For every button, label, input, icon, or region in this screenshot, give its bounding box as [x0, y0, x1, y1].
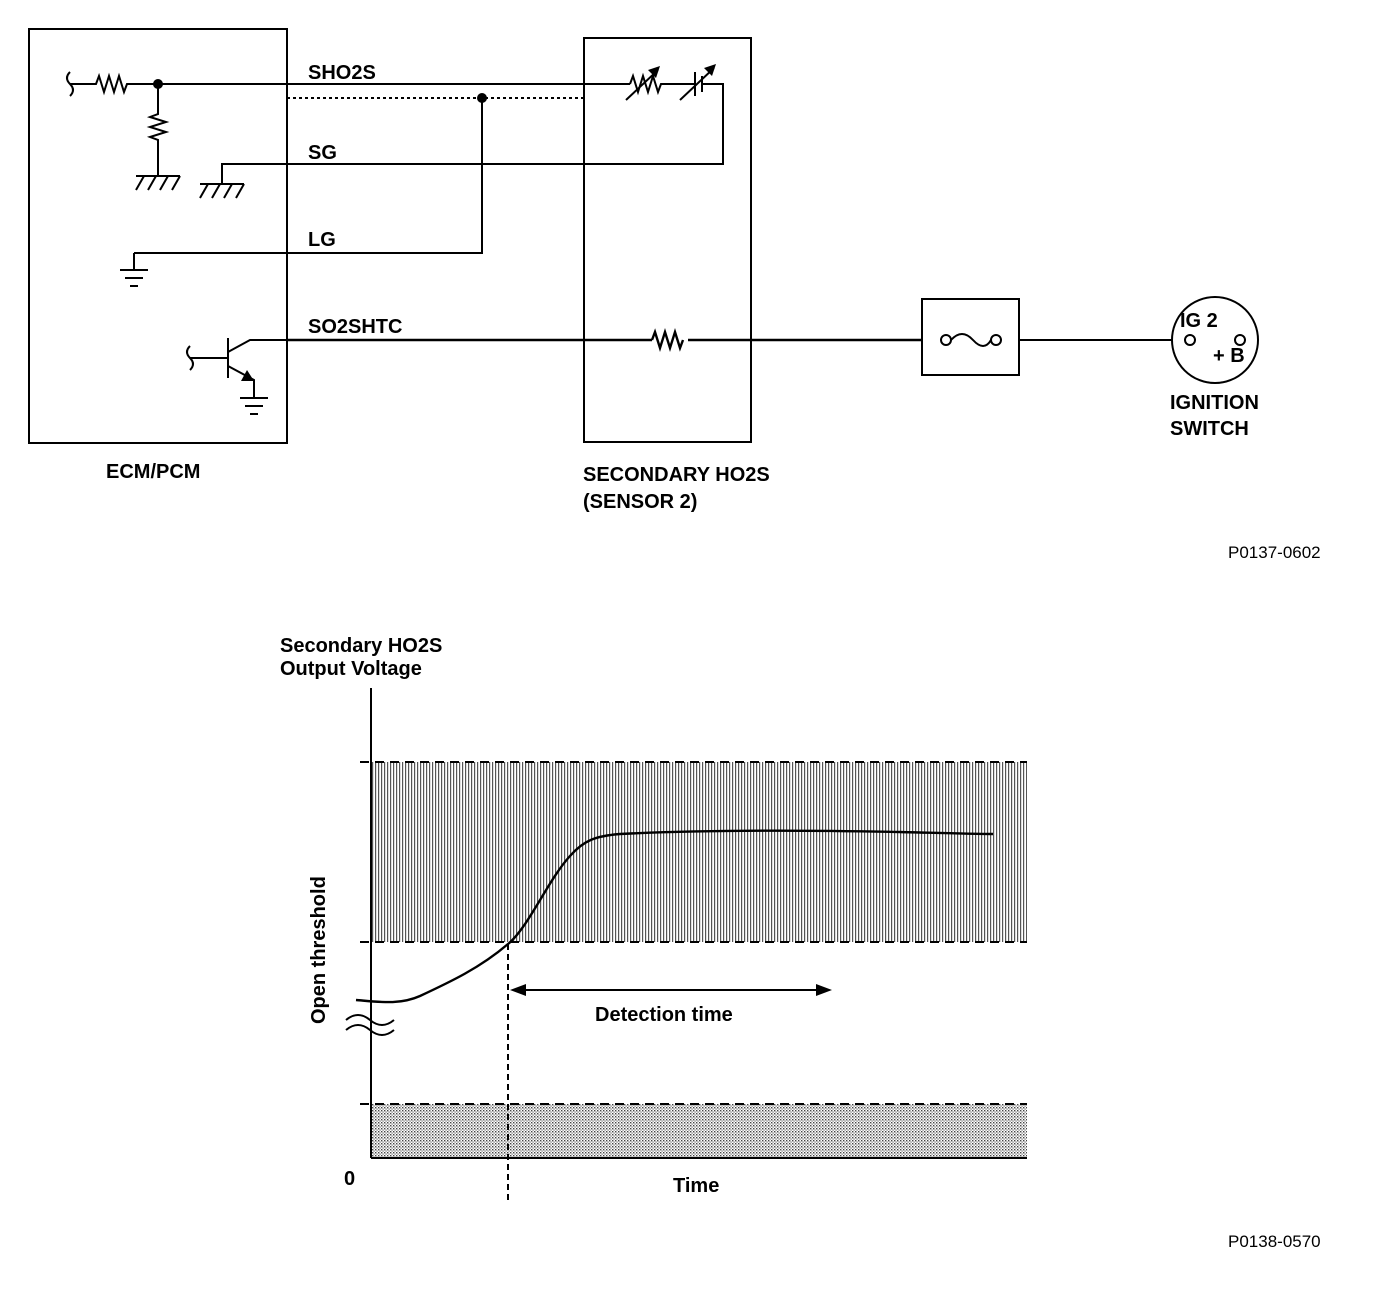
secondary-ho2s-box [583, 37, 752, 443]
y-axis-title-line2: Output Voltage [280, 658, 422, 680]
high-voltage-band [371, 762, 1027, 942]
ig2-terminal-label: IG 2 [1180, 310, 1218, 332]
ecm-pcm-label: ECM/PCM [106, 461, 200, 483]
signal-label-sho2s: SHO2S [308, 62, 376, 84]
figure-code-bottom: P0138-0570 [1228, 1232, 1321, 1251]
sg-wire [221, 83, 724, 184]
lg-wire [134, 98, 483, 254]
detection-time-arrow [510, 984, 832, 996]
detection-time-label: Detection time [595, 1004, 733, 1026]
signal-label-sg: SG [308, 142, 337, 164]
b-terminal-label: + B [1213, 345, 1245, 367]
axis-break-icon [345, 1014, 395, 1036]
circuit-diagram: ECM/PCM [28, 28, 1321, 562]
ecm-pcm-box [28, 28, 288, 444]
open-threshold-label: Open threshold [308, 876, 330, 1024]
voltage-graph: Secondary HO2S Output Voltage Detection … [280, 635, 1321, 1251]
ecm-pullup-resistor [66, 71, 181, 191]
ignition-label: IGNITION [1170, 392, 1259, 414]
ignition-switch-icon [1171, 296, 1259, 384]
signal-label-so2shtc: SO2SHTC [308, 316, 402, 338]
secondary-ho2s-label: SECONDARY HO2S [583, 464, 770, 486]
lg-ground-icon [120, 253, 148, 287]
origin-label: 0 [344, 1168, 355, 1190]
signal-label-lg: LG [308, 229, 336, 251]
sensor-output-curve [355, 829, 994, 1004]
switch-label: SWITCH [1170, 418, 1249, 440]
heater-driver-transistor [186, 338, 287, 415]
figure-code-top: P0137-0602 [1228, 543, 1321, 562]
sensor-2-label: (SENSOR 2) [583, 491, 697, 513]
y-axis-title-line1: Secondary HO2S [280, 635, 442, 657]
sg-ground-icon [199, 183, 245, 199]
sensor-element-icon [625, 64, 716, 101]
heater-resistor-icon [650, 327, 922, 353]
x-axis-label: Time [673, 1175, 719, 1197]
fuse-icon [921, 298, 1172, 376]
low-voltage-band [371, 1104, 1027, 1158]
